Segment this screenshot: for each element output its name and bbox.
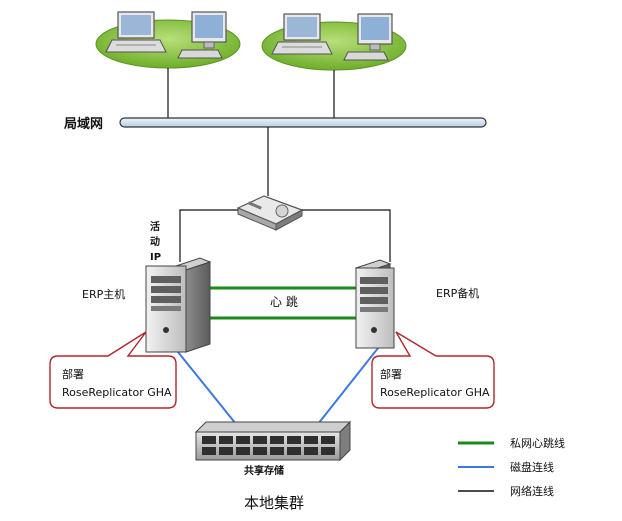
desktop-monitor-icon xyxy=(177,11,227,59)
callout-right xyxy=(371,331,495,409)
callout-left-line1: 部署 xyxy=(62,367,84,381)
active-ip-label-line3: IP xyxy=(150,252,161,263)
lan-bar xyxy=(119,117,487,128)
shared-storage-label: 共享存储 xyxy=(244,464,284,477)
shared-storage-icon xyxy=(194,420,352,462)
callout-left-line2: RoseReplicator GHA xyxy=(62,386,172,399)
lan-label: 局域网 xyxy=(64,116,103,132)
network-switch-icon xyxy=(236,195,304,231)
callout-right-line2: RoseReplicator GHA xyxy=(380,386,490,399)
primary-server-icon xyxy=(145,257,212,353)
cluster-title: 本地集群 xyxy=(244,494,304,512)
switch-backup-line xyxy=(302,209,391,262)
active-ip-label-line2: 动 xyxy=(150,235,160,248)
desktop-monitor-icon xyxy=(343,13,393,61)
callout-right-line1: 部署 xyxy=(380,367,402,381)
legend-heartbeat-label: 私网心跳线 xyxy=(510,436,565,450)
active-ip-label-line1: 活 xyxy=(150,220,160,233)
legend-network-label: 网络连线 xyxy=(510,484,554,498)
client-group-left xyxy=(95,11,241,69)
disk-line-backup xyxy=(317,337,387,425)
backup-server-label: ERP备机 xyxy=(436,286,479,300)
disk-line-primary xyxy=(177,351,237,425)
laptop-icon xyxy=(105,11,167,53)
legend: 私网心跳线 磁盘连线 网络连线 xyxy=(458,436,565,498)
legend-disk-label: 磁盘连线 xyxy=(510,460,554,474)
switch-primary-line xyxy=(179,209,238,262)
primary-server-label: ERP主机 xyxy=(82,287,125,301)
client-group-right xyxy=(261,13,407,71)
heartbeat-label: 心 跳 xyxy=(270,295,298,309)
backup-server-icon xyxy=(354,259,395,349)
laptop-icon xyxy=(271,13,333,55)
callout-left xyxy=(49,331,177,409)
